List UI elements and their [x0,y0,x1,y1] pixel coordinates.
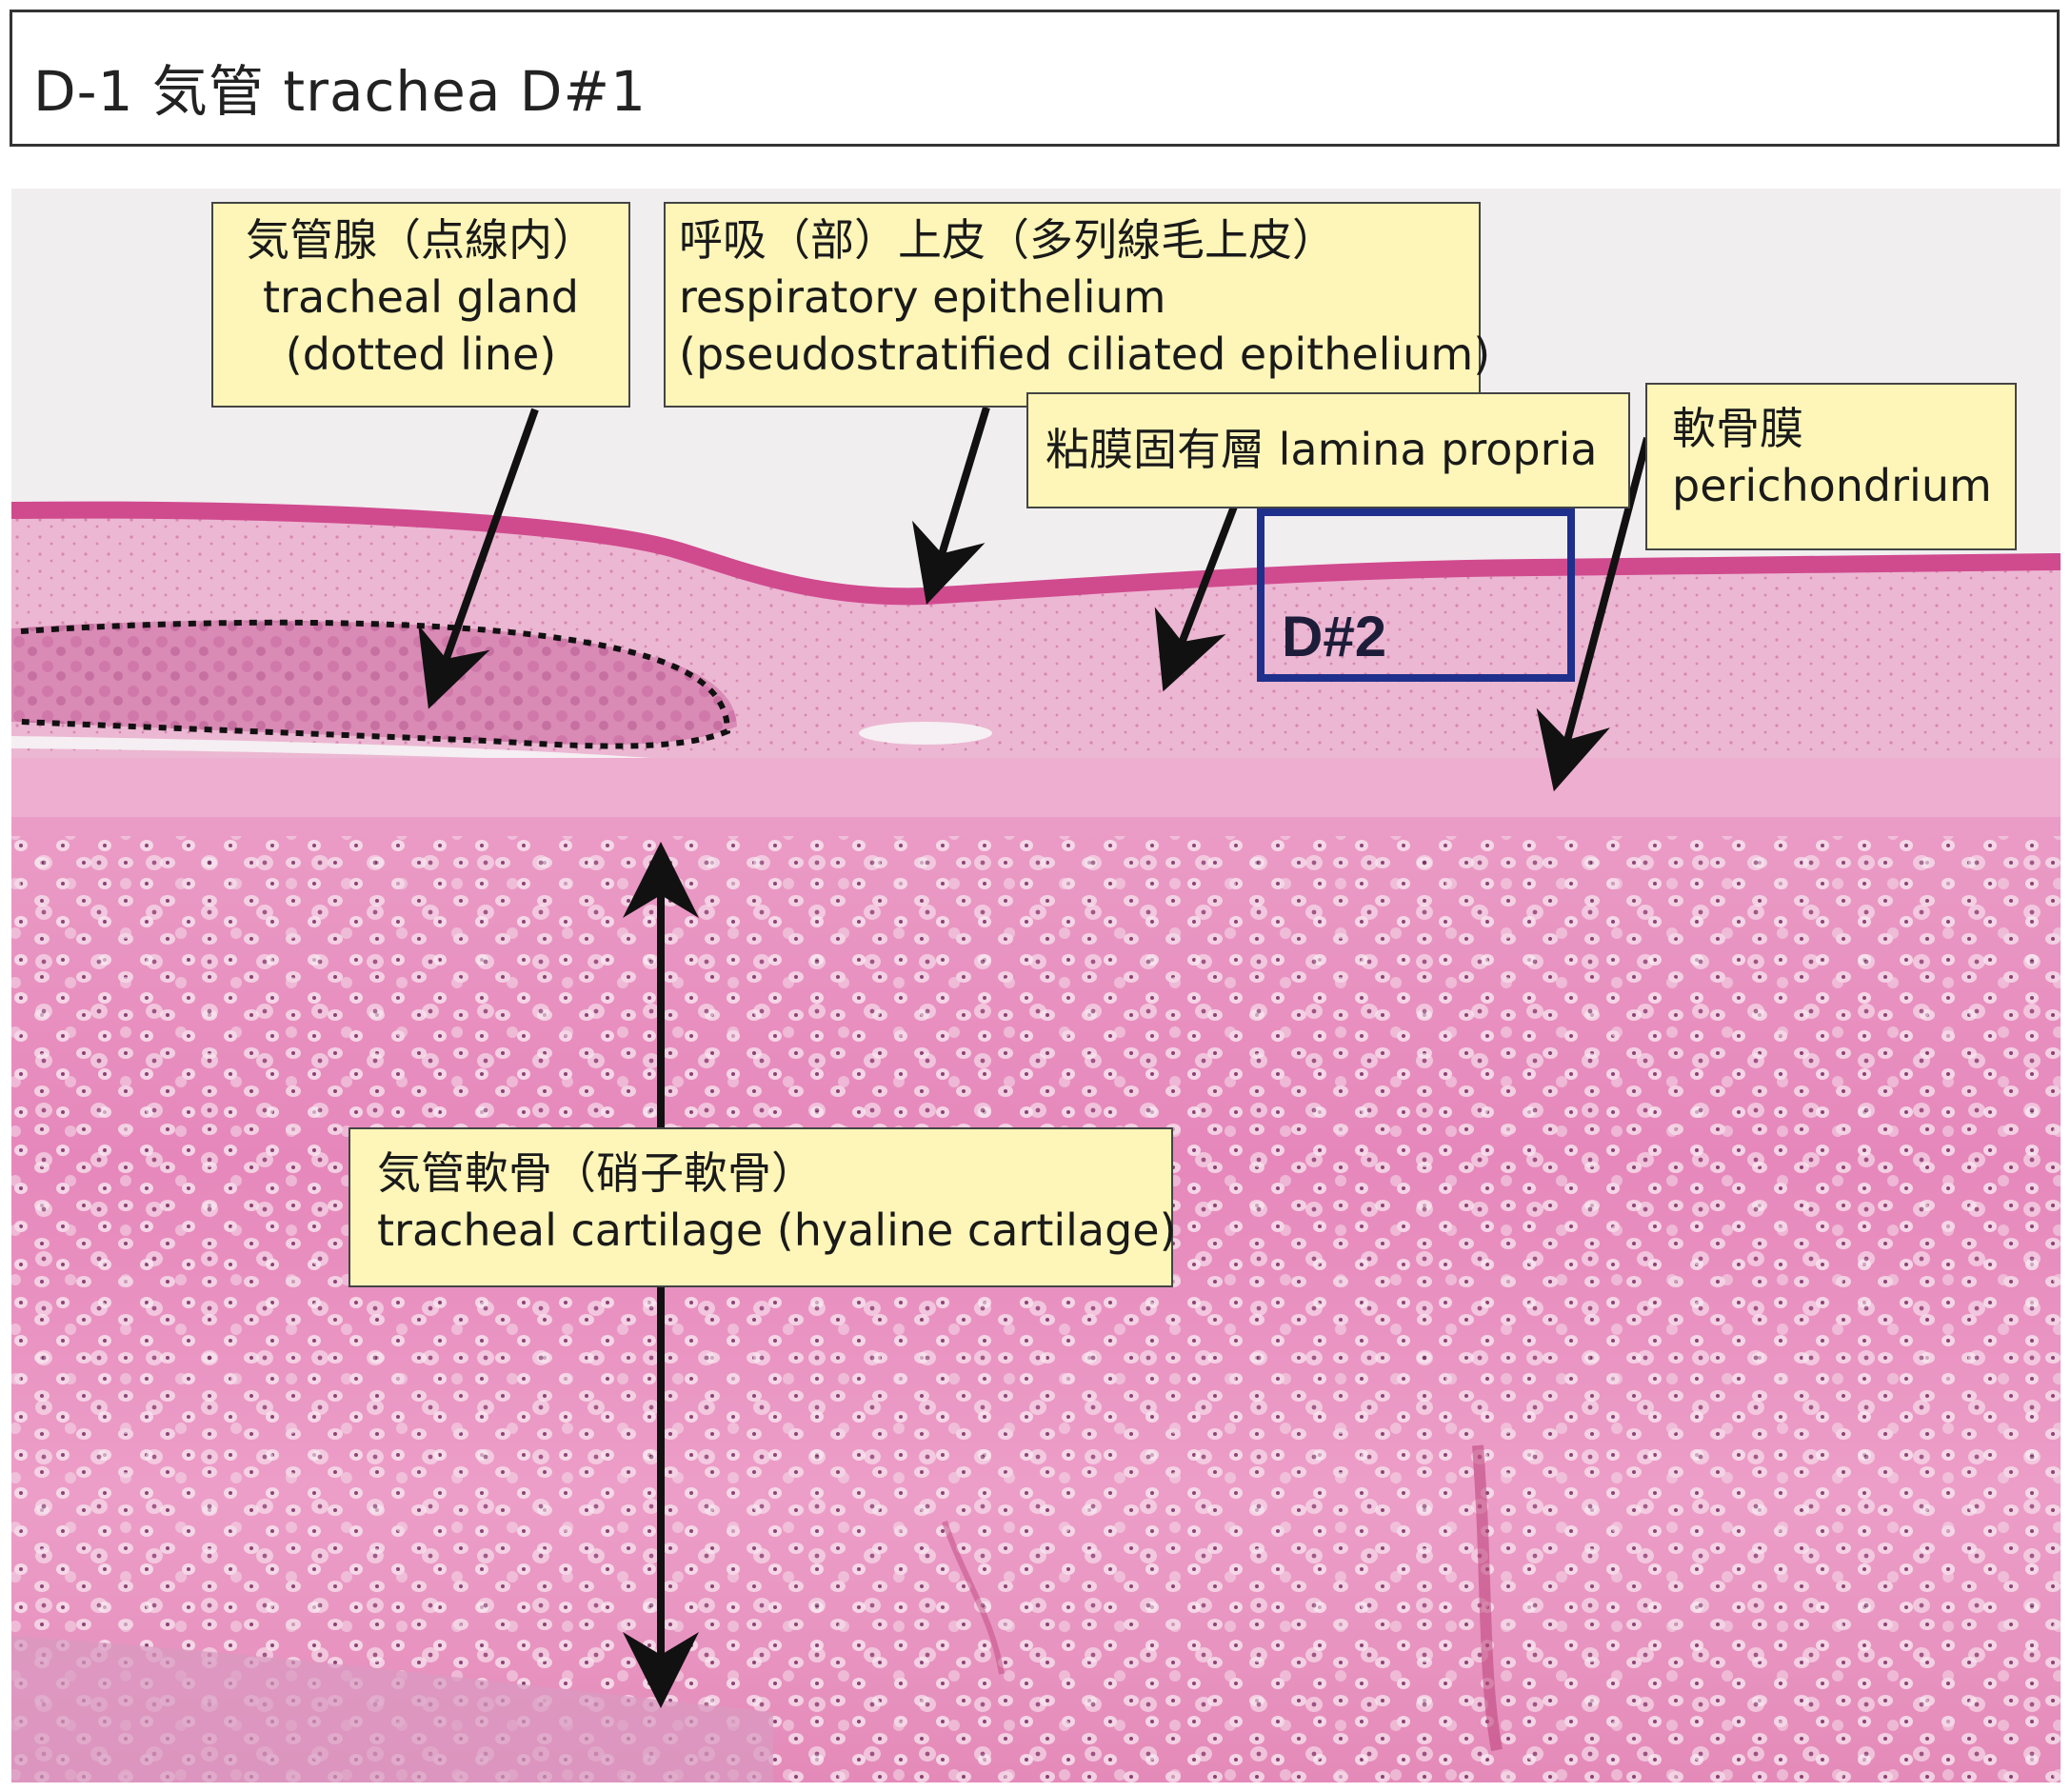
label-tracheal-cartilage-line2: tracheal cartilage (hyaline cartilage) [377,1205,1177,1256]
region-box-label: D#2 [1282,605,1387,668]
gland-arrow [418,408,539,709]
label-lamina-propria: 粘膜固有層 lamina propria [1026,392,1630,508]
region-box-d2 [1257,508,1575,682]
lamina-arrow [1154,505,1238,692]
label-respiratory-epithelium-line2: respiratory epithelium [679,271,1166,323]
label-respiratory-epithelium: 呼吸（部）上皮（多列線毛上皮） respiratory epithelium (… [664,202,1491,408]
label-respiratory-epithelium-line1: 呼吸（部）上皮（多列線毛上皮） [679,214,1336,266]
label-perichondrium: 軟骨膜 perichondrium [1645,383,2017,550]
label-tracheal-gland: 気管腺（点線内） tracheal gland (dotted line) [211,202,630,408]
label-tracheal-gland-line3: (dotted line) [285,329,557,380]
label-tracheal-cartilage: 気管軟骨（硝子軟骨） tracheal cartilage (hyaline c… [348,1127,1177,1287]
epithelium-arrow [912,406,990,605]
label-perichondrium-line1: 軟骨膜 [1672,403,1803,454]
label-tracheal-gland-line1: 気管腺（点線内） [246,214,596,266]
title-box: D-1 気管 trachea D#1 [10,10,2060,147]
label-perichondrium-line2: perichondrium [1672,460,1992,511]
label-tracheal-cartilage-line1: 気管軟骨（硝子軟骨） [377,1147,815,1199]
label-respiratory-epithelium-line3: (pseudostratified ciliated epithelium) [679,329,1491,380]
label-tracheal-gland-line2: tracheal gland [263,271,579,323]
page-title: D-1 気管 trachea D#1 [33,59,647,124]
label-lamina-propria-line1: 粘膜固有層 lamina propria [1045,424,1598,475]
perichondrium-arrow [1536,436,1651,792]
